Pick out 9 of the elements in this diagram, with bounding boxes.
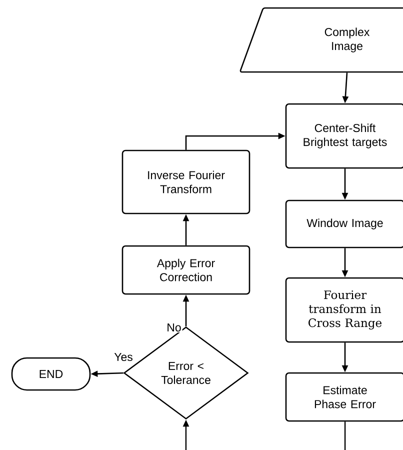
end-terminal: END [11, 357, 91, 391]
process-box: Apply Error Correction [122, 245, 250, 295]
process-box: Estimate Phase Error [285, 372, 403, 422]
process-box: Window Image [285, 200, 403, 248]
process-box: Fourier transform in Cross Range [285, 277, 403, 343]
edge-label: No [166, 322, 182, 332]
input-parallelogram: Complex Image [240, 7, 403, 73]
process-box: Center-Shift Brightest targets [285, 103, 403, 169]
process-box: Inverse Fourier Transform [122, 150, 250, 214]
